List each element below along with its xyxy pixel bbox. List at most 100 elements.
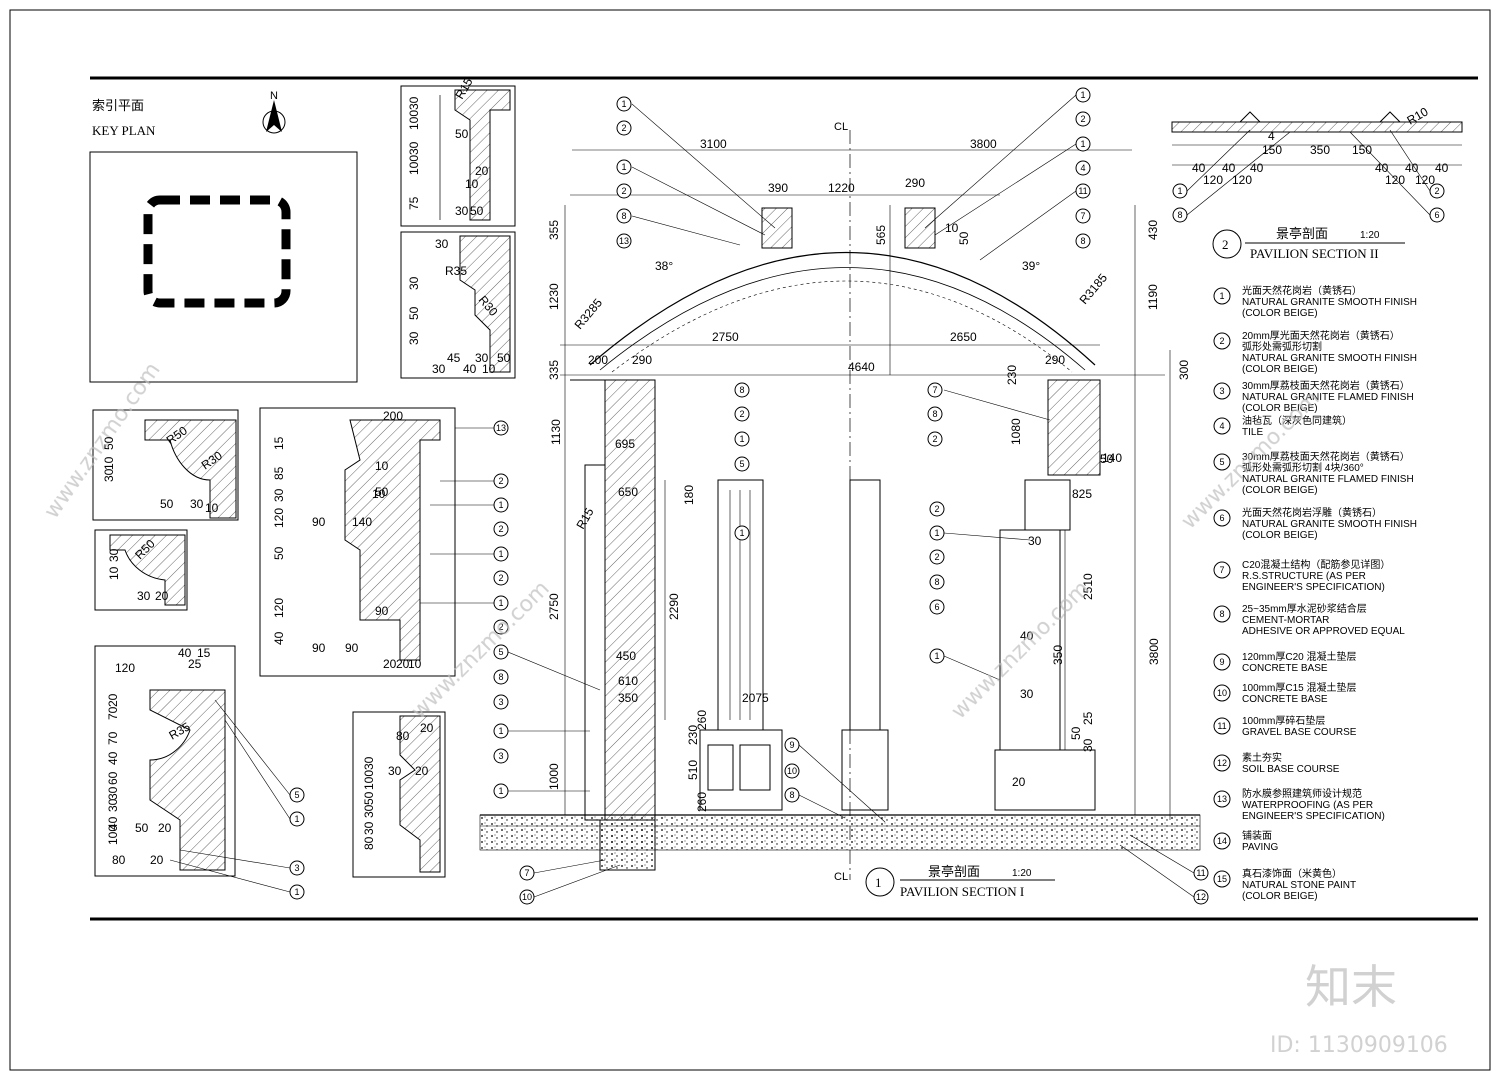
dim-50: 50 — [957, 231, 971, 245]
s2-dim-150b: 150 — [1352, 143, 1372, 157]
detail-f-dim: 30 — [106, 798, 120, 812]
detail-a-dim: 30 — [407, 141, 421, 155]
detail-c-dim: 10 — [408, 657, 422, 671]
detail-f-dim: 100 — [106, 825, 120, 845]
legend-number-circle — [1213, 453, 1231, 471]
detail-b-dim: 50 — [407, 306, 421, 320]
detail-b-dim: 30 — [407, 331, 421, 345]
callout-1f: 1 — [498, 786, 503, 796]
centerline-mark-top: CL — [834, 121, 848, 133]
detail-a-dim: 100 — [407, 110, 421, 130]
dim-260-bottom: 260 — [695, 792, 709, 812]
detail-b-dim: 30 — [435, 237, 449, 251]
section2-scale: 1:20 — [1360, 230, 1380, 241]
dim-350-left: 350 — [618, 691, 638, 705]
dim-2290: 2290 — [667, 593, 681, 620]
s2-dim-40b: 40 — [1222, 161, 1236, 175]
detail-c-dim: 90 — [312, 641, 326, 655]
detail-f-dim: 25 — [188, 657, 202, 671]
dim-1190: 1190 — [1146, 284, 1160, 310]
callout-5a: 5 — [739, 459, 744, 469]
s2-dim-40c: 40 — [1250, 161, 1264, 175]
detail-a-dim: 75 — [407, 196, 421, 210]
section2-title-cn: 景亭剖面 — [1276, 226, 1328, 241]
detail-f-dim: 60 — [106, 771, 120, 785]
detail-c-dim: 120 — [272, 508, 286, 528]
key-plan-title-cn: 索引平面 — [92, 98, 144, 113]
dim-2750-top: 2750 — [712, 330, 739, 344]
legend-label-en: (COLOR BEIGE) — [1242, 891, 1318, 902]
dim-230-left: 230 — [686, 725, 700, 745]
legend-number: 3 — [1219, 386, 1224, 396]
detail-c-dim: 40 — [272, 631, 286, 645]
callout-1g: 1 — [1080, 90, 1085, 100]
callout-3b: 3 — [498, 751, 503, 761]
callout-2k: 2 — [498, 622, 503, 632]
legend-label-en: (COLOR BEIGE) — [1242, 485, 1318, 496]
callout-1n: 1 — [294, 814, 299, 824]
callout-1l: 1 — [498, 549, 503, 559]
detail-c-dim: 90 — [375, 604, 389, 618]
detail-a-dim: 50 — [470, 204, 484, 218]
detail-d-dim: 30 — [102, 468, 116, 482]
detail-c-dim: 90 — [312, 515, 326, 529]
detail-d-dim: 30 — [190, 497, 204, 511]
detail-c-dim: 85 — [272, 466, 286, 480]
detail-e-dim: 10 — [107, 566, 121, 580]
detail-f-dim: 30 — [106, 786, 120, 800]
legend-label-cn: 防水膜参照建筑师设计规范 — [1242, 787, 1362, 800]
callout-1j: 1 — [934, 651, 939, 661]
callout-3c: 3 — [294, 863, 299, 873]
detail-e — [94, 529, 188, 611]
legend-label-en: NATURAL GRANITE FLAMED FINISH — [1242, 392, 1414, 403]
legend-label-en: ADHESIVE OR APPROVED EQUAL — [1242, 626, 1405, 637]
detail-d-dim: 10 — [205, 501, 219, 515]
legend-label-cn: 30mm厚荔枝面天然花岗岩（黄锈石） — [1242, 450, 1410, 463]
dim-650: 650 — [618, 485, 638, 499]
dim-290: 290 — [905, 176, 925, 190]
detail-b-dim: 30 — [407, 276, 421, 290]
legend-number: 15 — [1217, 874, 1227, 884]
legend-label-en: TILE — [1242, 427, 1263, 438]
callout-1e: 1 — [498, 726, 503, 736]
detail-f-dim: 40 — [106, 816, 120, 830]
legend-label-en: (COLOR BEIGE) — [1242, 308, 1318, 319]
callout-1d: 1 — [739, 528, 744, 538]
callout-12a: 12 — [1196, 892, 1206, 902]
legend-label-en: (COLOR BEIGE) — [1242, 530, 1318, 541]
detail-c-dim: 10 — [372, 487, 386, 501]
callout-2b: 2 — [621, 186, 626, 196]
callout-8e: 8 — [932, 409, 937, 419]
legend-number-circle — [1213, 605, 1231, 623]
callout-1a: 1 — [621, 99, 626, 109]
detail-f-dim: 20 — [150, 853, 164, 867]
detail-b-dim: 30 — [475, 351, 489, 365]
callout-4a: 4 — [1080, 163, 1085, 173]
detail-g-dim: 30 — [362, 821, 376, 835]
callouts-left: 1 2 1 2 8 13 8 2 1 5 1 5 8 3 1 3 1 7 10 — [493, 96, 776, 905]
legend-number: 14 — [1217, 836, 1227, 846]
s2-dim-350: 350 — [1310, 143, 1330, 157]
detail-b-dim: 40 — [463, 362, 477, 376]
watermark-url-3: www.znzmo.com — [947, 576, 1095, 724]
dim-510: 510 — [686, 760, 700, 780]
detail-g-dim: 30 — [362, 756, 376, 770]
dim-1230: 1230 — [547, 283, 561, 310]
dim-1080-inner: 1080 — [1009, 418, 1023, 445]
detail-g — [352, 711, 446, 878]
legend-label-cn: 光面天然花岗岩（黄锈石） — [1242, 284, 1362, 297]
callout-2a: 2 — [621, 123, 626, 133]
dim-335: 335 — [547, 360, 561, 380]
callout-7c: 7 — [932, 385, 937, 395]
detail-g-dim: 30 — [362, 804, 376, 818]
legend-number-circle — [1213, 332, 1231, 350]
detail-a-dim: 20 — [475, 164, 489, 178]
detail-c-dim: 50 — [375, 485, 389, 499]
callout-8f: 8 — [934, 577, 939, 587]
detail-g-dim: 50 — [362, 791, 376, 805]
north-mark: N — [270, 90, 278, 102]
section1-scale: 1:20 — [1012, 868, 1032, 879]
